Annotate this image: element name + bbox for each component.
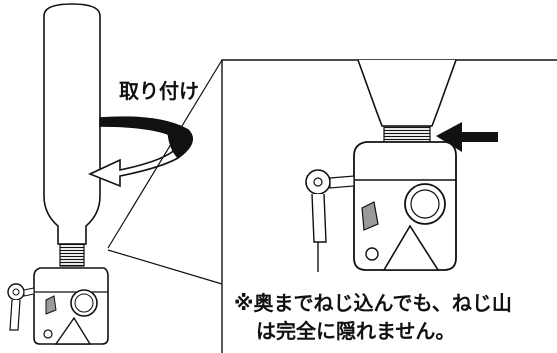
callout-line-top <box>107 59 223 249</box>
bottle-thread <box>59 243 85 267</box>
callout-line-bottom <box>107 249 223 285</box>
nozzle-small <box>45 295 57 315</box>
nozzle-large <box>361 201 379 231</box>
bottle <box>43 3 101 245</box>
curved-rotation-arrow-icon <box>87 116 194 188</box>
attach-label: 取り付け <box>119 79 199 103</box>
zoom-thread <box>383 125 431 143</box>
zoom-panel <box>221 59 557 353</box>
zoom-bottle-neck <box>357 59 457 127</box>
left-assembly: 取り付け <box>7 3 199 345</box>
note-line-1: ※奥までねじ込んでも、ねじ山 <box>234 291 512 315</box>
note-line-2: は完全に隠れません。 <box>256 319 455 343</box>
